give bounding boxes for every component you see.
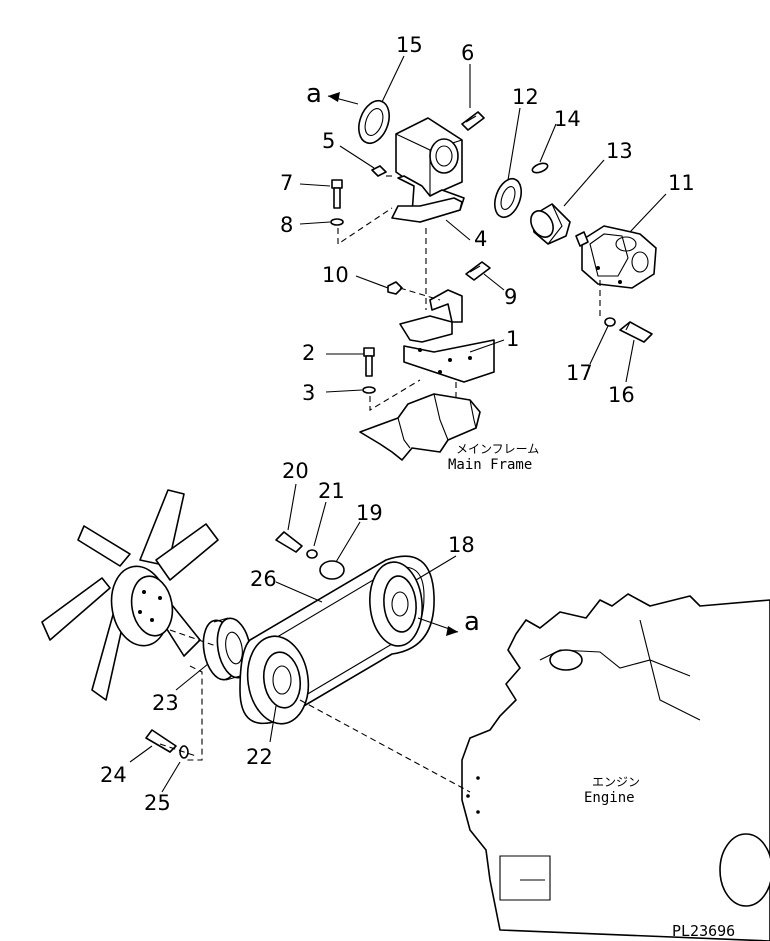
- callout-8: 8: [280, 213, 293, 237]
- bolt-9: [465, 261, 491, 281]
- fan: [41, 489, 219, 701]
- callout-3: 3: [302, 381, 315, 405]
- bolt-2: [363, 347, 375, 377]
- view-arrow-bottom: a: [417, 607, 480, 637]
- figure-code: PL23696: [672, 922, 735, 940]
- engine-label-jp: エンジン: [592, 775, 640, 789]
- callout-11: 11: [668, 171, 695, 195]
- main-frame: [359, 393, 481, 461]
- nut-10: [387, 281, 403, 295]
- washer-17: [604, 317, 616, 327]
- plate-19: [319, 560, 345, 580]
- pulley-22: [246, 635, 310, 725]
- nut-5: [371, 165, 387, 177]
- callout-5: 5: [322, 129, 335, 153]
- callout-15: 15: [396, 33, 423, 57]
- callout-7: 7: [280, 171, 293, 195]
- housing-4: [391, 117, 465, 223]
- callouts: 15 6 12 14 5 13 11 7 8 4 10 9 1 2 17 3 1…: [100, 33, 695, 815]
- washer-21: [306, 549, 318, 559]
- pin-14: [531, 162, 549, 174]
- view-marker-top: a: [306, 79, 322, 109]
- callout-26: 26: [250, 567, 277, 591]
- leader-lines: [129, 55, 667, 793]
- pump-11: [575, 225, 657, 289]
- view-marker-bottom: a: [464, 607, 480, 637]
- callout-12: 12: [512, 85, 539, 109]
- callout-10: 10: [322, 263, 349, 287]
- callout-1: 1: [506, 327, 519, 351]
- seal-15: [358, 99, 390, 145]
- callout-21: 21: [318, 479, 345, 503]
- pulley-18: [369, 561, 423, 647]
- washer-3: [362, 386, 376, 394]
- main-frame-label-jp: メインフレーム: [456, 442, 539, 456]
- bolt-6: [461, 111, 485, 131]
- callout-6: 6: [461, 41, 474, 65]
- callout-23: 23: [152, 691, 179, 715]
- callout-16: 16: [608, 383, 635, 407]
- engine-label-en: Engine: [584, 790, 635, 806]
- callout-9: 9: [504, 285, 517, 309]
- callout-18: 18: [448, 533, 475, 557]
- callout-2: 2: [302, 341, 315, 365]
- bracket-1: [399, 289, 495, 383]
- coupling-13: [530, 203, 571, 245]
- callout-22: 22: [246, 745, 273, 769]
- callout-4: 4: [474, 227, 487, 251]
- callout-13: 13: [606, 139, 633, 163]
- engine-outline: [461, 593, 770, 941]
- assembly-lines: [159, 175, 601, 793]
- callout-14: 14: [554, 107, 581, 131]
- bolt-7: [331, 179, 343, 209]
- callout-24: 24: [100, 763, 127, 787]
- bolt-16: [619, 321, 653, 343]
- callout-19: 19: [356, 501, 383, 525]
- view-arrow-top: a: [306, 79, 359, 109]
- bolt-20: [275, 531, 303, 553]
- spacer-23: [202, 617, 252, 681]
- bolt-24: [145, 729, 177, 753]
- callout-20: 20: [282, 459, 309, 483]
- callout-17: 17: [566, 361, 593, 385]
- main-frame-label-en: Main Frame: [448, 457, 532, 473]
- washer-8: [330, 218, 344, 226]
- seal-12: [494, 177, 522, 219]
- callout-25: 25: [144, 791, 171, 815]
